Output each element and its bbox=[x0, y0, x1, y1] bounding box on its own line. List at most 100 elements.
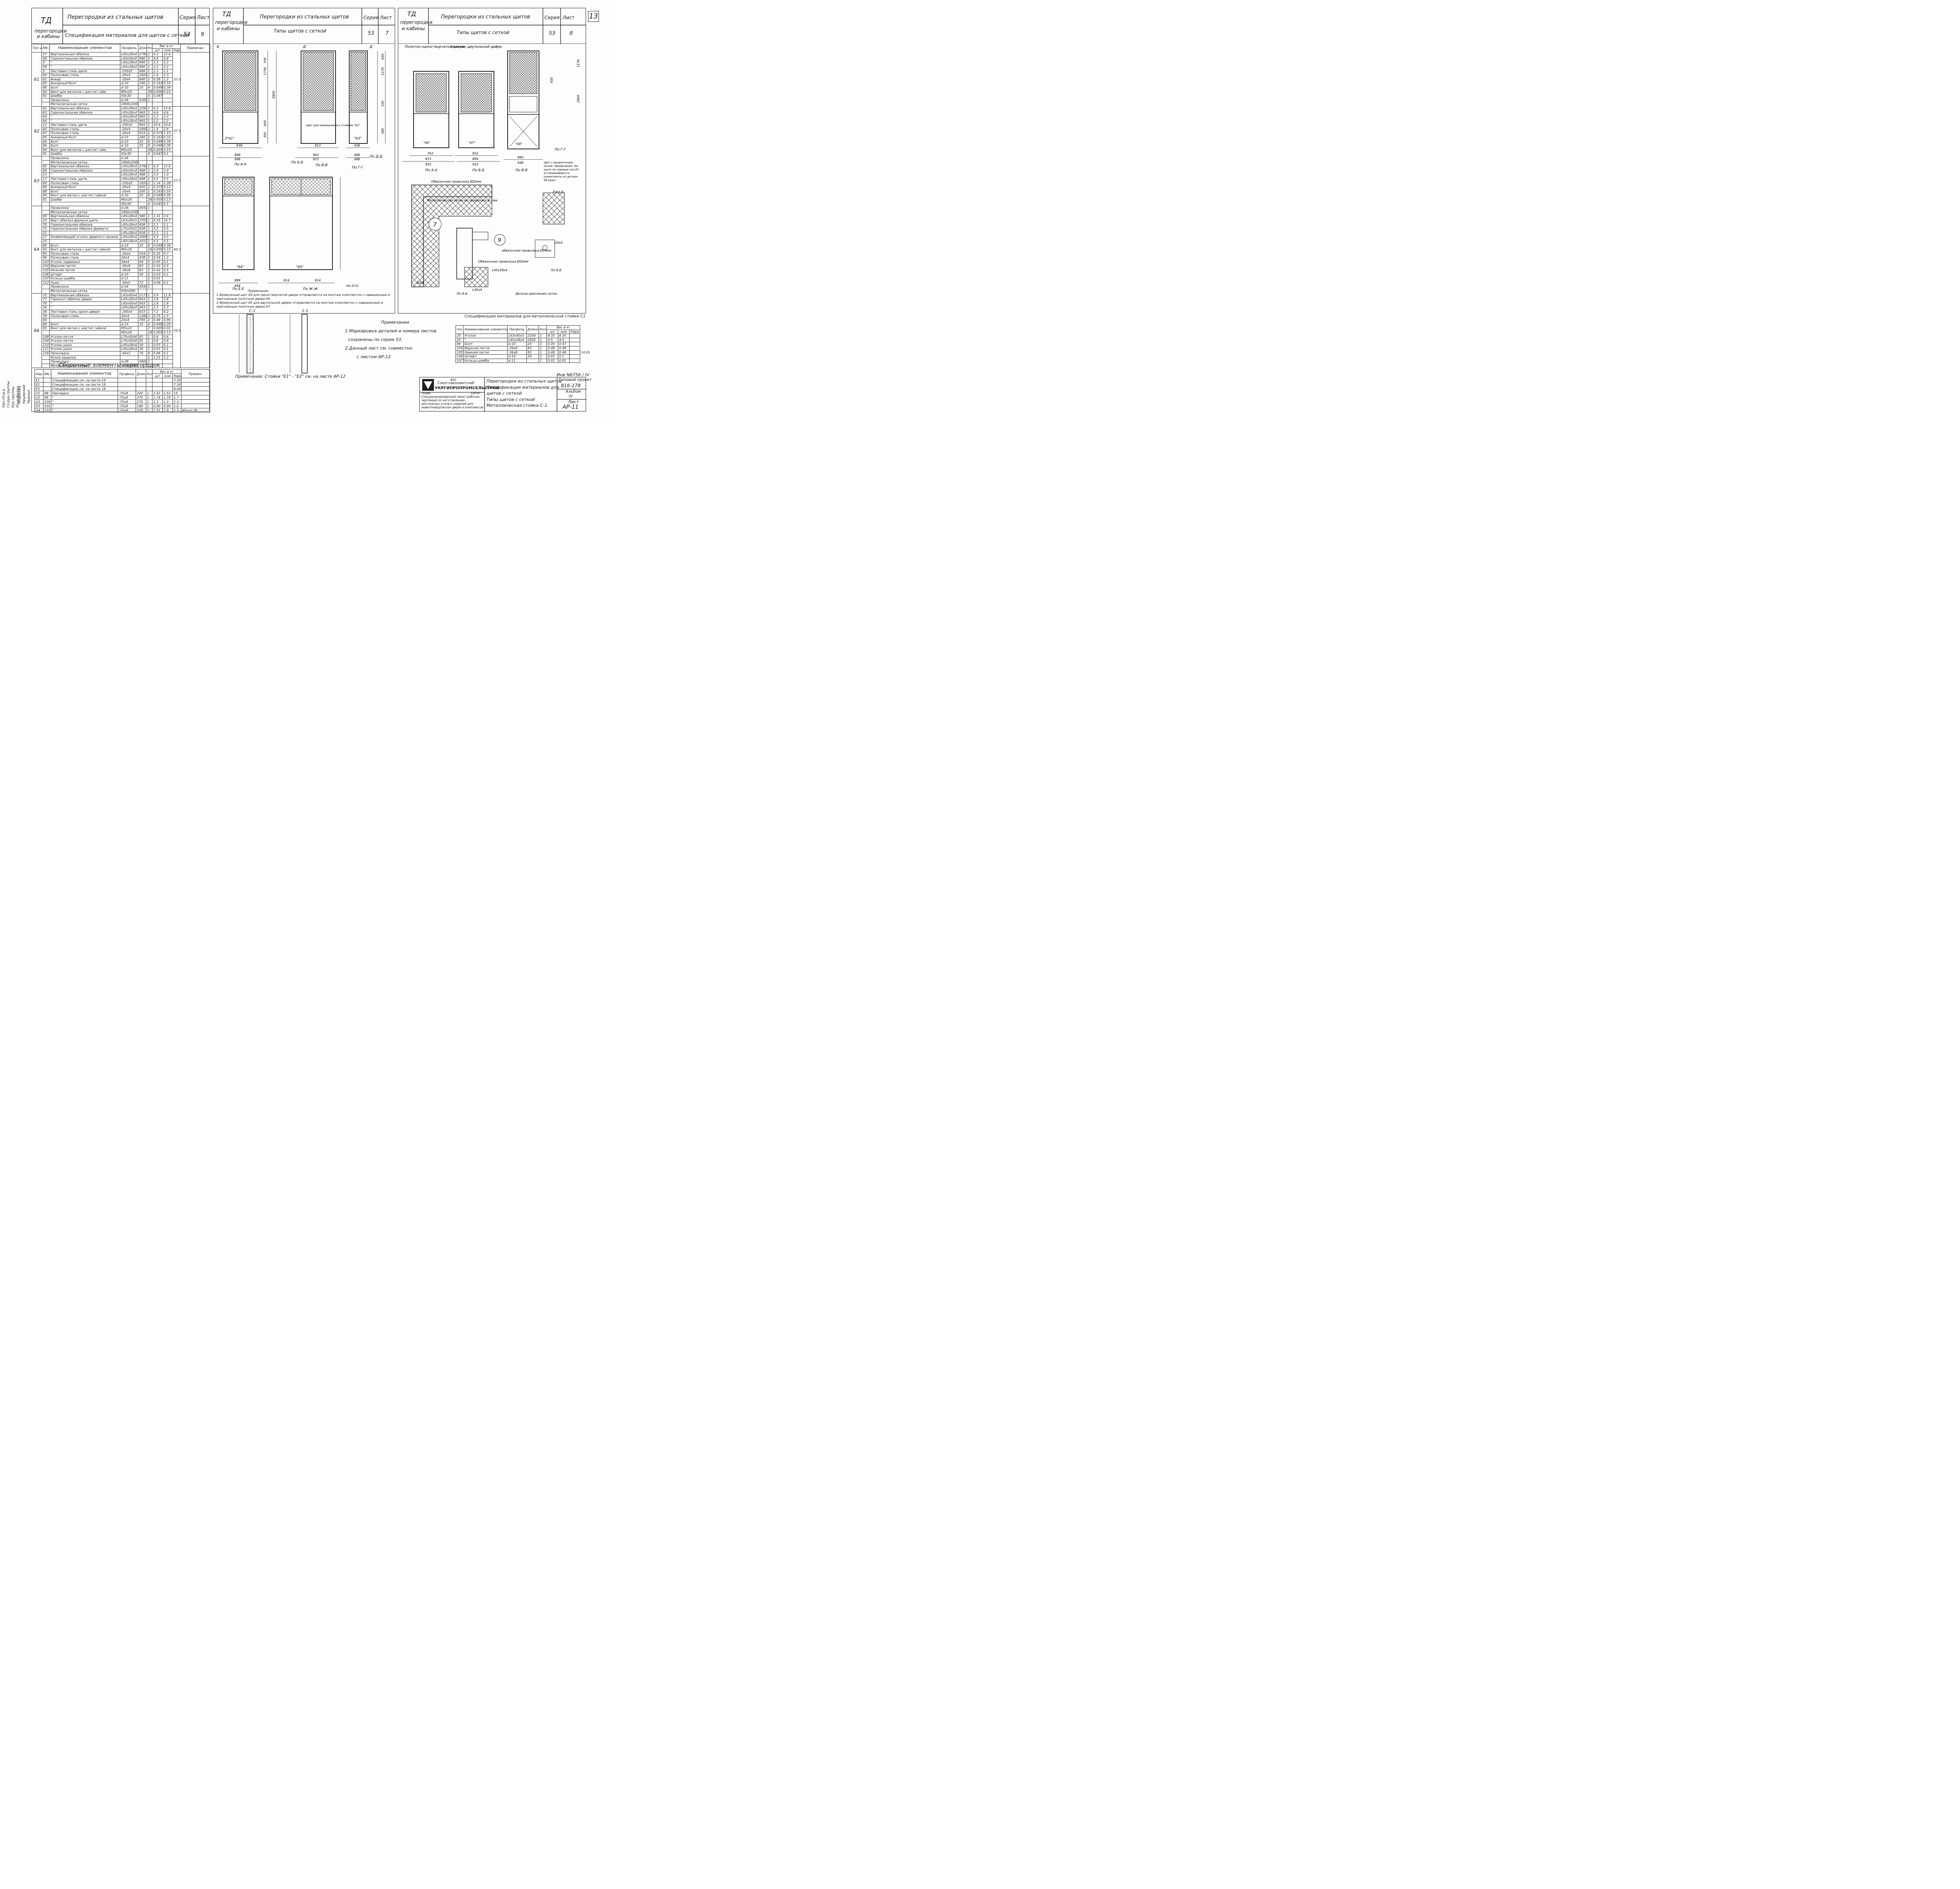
spec-cell: 5.5 bbox=[162, 177, 173, 181]
notes2-line-2: сохранены по серии 53. bbox=[348, 337, 403, 342]
spec-cell: 2.3 bbox=[162, 305, 173, 310]
post-spec-cell: d-10 bbox=[507, 354, 527, 359]
spec-col-w-norm: Нара bbox=[172, 48, 181, 53]
post-spec-cell: 2 bbox=[539, 354, 547, 359]
materials-spec-table: Тип щита NN эл-н. Наименование элементов… bbox=[31, 44, 211, 368]
spec-cell: 1.15 bbox=[162, 131, 173, 136]
spec-cell: 1.5 bbox=[162, 314, 173, 319]
spec-cell bbox=[152, 98, 163, 103]
spec-cell: 50x30 bbox=[120, 152, 138, 157]
spec-cell: 1900x1000 bbox=[120, 210, 138, 215]
post-spec-total: 14.05 bbox=[581, 351, 590, 354]
assembly-heading: Сборочные элементы перегородок bbox=[59, 362, 160, 368]
assembly-cell: U3 bbox=[34, 399, 44, 404]
sheet-number-box: 13 bbox=[588, 11, 599, 22]
spec-cell: 0.01 bbox=[152, 276, 163, 281]
spec-cell: 1 bbox=[147, 60, 152, 65]
spec-cell: 1900x1000 bbox=[120, 102, 138, 107]
spec-cell: 1.1 bbox=[162, 69, 173, 74]
assembly-cell: 1 bbox=[146, 391, 152, 395]
spec-cell: Винт для метал.с шестиг.гайкой bbox=[49, 193, 120, 198]
spec-cell: 1 bbox=[147, 339, 152, 343]
spec-cell: 10.6 bbox=[162, 123, 173, 127]
right-title: Перегородки из стальных щитов bbox=[441, 14, 530, 20]
spec-cell: Анкерный болт bbox=[49, 81, 120, 86]
spec-cell: 1.21 bbox=[152, 355, 163, 360]
assembly-cell bbox=[146, 386, 152, 391]
title-line-2: Спецификация материалов для bbox=[486, 384, 559, 390]
assembly-cell: Итого 28 bbox=[181, 408, 211, 413]
spec-cell: 554 bbox=[138, 251, 147, 256]
section-label: По Е-Е bbox=[232, 287, 244, 291]
post-spec-cell bbox=[569, 350, 580, 355]
spec-cell: 1.4 bbox=[152, 127, 163, 132]
post-spec-cell: 0.01 bbox=[546, 358, 559, 363]
assembly-cell: Спецификацию см. на листе 18 bbox=[51, 378, 118, 383]
spec-cell: Металлическая сетка bbox=[49, 102, 120, 107]
door-dims bbox=[219, 177, 341, 283]
spec-cell: 36 bbox=[42, 305, 50, 310]
spec-cell: M5x26 bbox=[120, 247, 138, 252]
spec-cell: 2 bbox=[147, 56, 152, 61]
dimension-label: 948 bbox=[517, 161, 523, 165]
spec-cell: 2.3 bbox=[162, 73, 173, 78]
spec-cell: 94 bbox=[42, 147, 50, 152]
post-spec-cell: Верхняя петля bbox=[463, 346, 508, 351]
spec-cell: 85 bbox=[42, 135, 50, 140]
spec-cell: 50x30 bbox=[120, 94, 138, 98]
spec-cell bbox=[42, 355, 50, 360]
spec-cell: 4.6 bbox=[152, 110, 163, 115]
spec-cell: 2 bbox=[147, 259, 152, 265]
post-col-w-norm: Нара bbox=[569, 329, 580, 334]
spec-cell bbox=[138, 326, 147, 331]
spec-cell: 0.1 bbox=[162, 201, 173, 207]
spec-cell: 112 bbox=[42, 280, 50, 285]
assembly-cell: 1.74 bbox=[162, 395, 173, 400]
post-spec-cell: 104 bbox=[455, 346, 464, 351]
spec-cell: Уголок-ушко bbox=[49, 347, 120, 352]
door-label: "66" bbox=[423, 141, 430, 145]
spec-cell: 10.6 bbox=[152, 123, 163, 127]
spec-cell: d-10 bbox=[120, 322, 138, 327]
spec-cell: 4.8 bbox=[162, 56, 173, 61]
assembly-cell bbox=[181, 399, 211, 404]
dimension-label: 1176 bbox=[577, 60, 580, 67]
spec-cell: " bbox=[49, 118, 120, 123]
spec-cell bbox=[138, 330, 147, 335]
series-value: 53 bbox=[183, 31, 191, 38]
spec-cell: 1 bbox=[147, 123, 152, 127]
assembly-cell: -75x8 bbox=[118, 404, 136, 408]
spec-cell: 0.6 bbox=[152, 334, 163, 339]
assembly-header-row-2: шт ком Нара bbox=[35, 373, 210, 378]
spec-cell: 200 bbox=[138, 81, 147, 86]
spec-cell bbox=[162, 359, 173, 364]
spec-cell: 1900x1000 bbox=[120, 160, 138, 165]
section-label: По А-А bbox=[425, 169, 437, 172]
spec-cell: 1 bbox=[147, 235, 152, 239]
spec-cell: 2.2 bbox=[162, 64, 173, 69]
post-spec-cell: L63x40x5 bbox=[507, 334, 527, 338]
spec-cell: 4.5 bbox=[152, 235, 163, 239]
post-spec-cell: 0.48 bbox=[558, 350, 570, 355]
spec-cell: 2 bbox=[147, 73, 152, 78]
spec-cell: L45x28x4 bbox=[120, 343, 138, 348]
spec-cell: Полосовая сталь bbox=[49, 181, 120, 186]
asm-col-num: NN эл-н. bbox=[43, 369, 51, 378]
td-sub-1: перегородки bbox=[34, 28, 67, 34]
spec-cell: 83 bbox=[138, 264, 147, 269]
spec-cell: 965 bbox=[138, 114, 147, 119]
spec-cell: d-10 bbox=[120, 143, 138, 148]
spec-cell bbox=[138, 94, 147, 98]
inventory-number: Инв N6756 / IV bbox=[557, 372, 590, 377]
title-lines: Перегородки из стальных щитов Спецификац… bbox=[486, 378, 562, 409]
